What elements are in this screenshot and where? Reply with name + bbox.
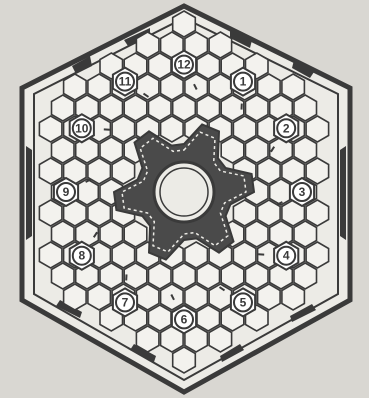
- hex-cell[interactable]: [136, 326, 159, 352]
- hex-cell[interactable]: [100, 263, 123, 289]
- numbered-cell-label: 1: [240, 75, 247, 89]
- hex-cell[interactable]: [197, 305, 220, 331]
- hex-cell[interactable]: [149, 305, 172, 331]
- hex-cell[interactable]: [221, 137, 244, 163]
- hex-cell[interactable]: [136, 284, 159, 310]
- hex-cell[interactable]: [209, 32, 232, 58]
- numbered-cell-label: 5: [240, 295, 247, 309]
- hex-cell[interactable]: [52, 221, 75, 247]
- hex-cell[interactable]: [124, 221, 147, 247]
- hex-cell[interactable]: [209, 74, 232, 100]
- hex-cell[interactable]: [88, 284, 111, 310]
- hex-cell[interactable]: [52, 263, 75, 289]
- hex-cell[interactable]: [197, 95, 220, 121]
- hex-cell[interactable]: [233, 242, 256, 268]
- hex-cell[interactable]: [306, 242, 329, 268]
- hex-cell[interactable]: [246, 95, 269, 121]
- hex-cell[interactable]: [124, 263, 147, 289]
- numbered-cell-label: 10: [75, 121, 89, 135]
- hex-cell[interactable]: [88, 200, 111, 226]
- hex-cell[interactable]: [185, 284, 208, 310]
- hex-cell[interactable]: [149, 263, 172, 289]
- hex-cell[interactable]: [136, 32, 159, 58]
- hex-cell[interactable]: [221, 95, 244, 121]
- hex-cell[interactable]: [233, 116, 256, 142]
- hex-cell[interactable]: [173, 347, 196, 373]
- hex-cell[interactable]: [294, 137, 317, 163]
- hex-cell[interactable]: [39, 158, 62, 184]
- hex-cell[interactable]: [124, 95, 147, 121]
- numbered-cell-label: 11: [119, 75, 132, 89]
- hex-cell[interactable]: [112, 242, 135, 268]
- hex-cell[interactable]: [197, 53, 220, 79]
- hex-cell[interactable]: [306, 200, 329, 226]
- corner-mark-left: [26, 146, 32, 240]
- numbered-cell-label: 9: [63, 185, 70, 199]
- hex-cell[interactable]: [100, 95, 123, 121]
- numbered-cell-label: 4: [283, 249, 290, 263]
- numbered-cell-label: 7: [122, 295, 129, 309]
- hex-cell[interactable]: [39, 200, 62, 226]
- hex-cell[interactable]: [39, 242, 62, 268]
- hex-cell[interactable]: [173, 263, 196, 289]
- hex-cell[interactable]: [282, 74, 305, 100]
- hex-cell[interactable]: [100, 137, 123, 163]
- hex-cell[interactable]: [161, 116, 184, 142]
- hex-cell[interactable]: [306, 116, 329, 142]
- hex-cell[interactable]: [173, 11, 196, 37]
- hex-cell[interactable]: [197, 263, 220, 289]
- numbered-cell-label: 6: [181, 312, 188, 326]
- hex-cell[interactable]: [52, 95, 75, 121]
- hex-cell[interactable]: [149, 53, 172, 79]
- hex-cell[interactable]: [306, 158, 329, 184]
- hex-cell[interactable]: [233, 200, 256, 226]
- corner-mark-right: [340, 146, 346, 240]
- hex-cell[interactable]: [246, 221, 269, 247]
- gear-hub-center-ring: [154, 162, 214, 222]
- hex-cell[interactable]: [173, 95, 196, 121]
- hex-cell[interactable]: [149, 95, 172, 121]
- hex-cell[interactable]: [185, 242, 208, 268]
- numbered-cell-label: 8: [78, 249, 85, 263]
- hex-cell[interactable]: [294, 95, 317, 121]
- hex-cell[interactable]: [64, 284, 87, 310]
- numbered-cell-label: 12: [177, 58, 191, 72]
- hex-cell[interactable]: [246, 137, 269, 163]
- numbered-cell-label: 2: [283, 121, 290, 135]
- hex-cell[interactable]: [100, 221, 123, 247]
- hex-cell[interactable]: [258, 74, 281, 100]
- hex-cell[interactable]: [161, 74, 184, 100]
- hex-cell[interactable]: [88, 74, 111, 100]
- hex-cell[interactable]: [64, 74, 87, 100]
- hex-cell[interactable]: [282, 284, 305, 310]
- hex-cell[interactable]: [112, 116, 135, 142]
- hex-cell[interactable]: [246, 263, 269, 289]
- hex-cell[interactable]: [258, 158, 281, 184]
- numbered-cell-label: 3: [299, 185, 306, 199]
- hex-cell[interactable]: [112, 158, 135, 184]
- hex-cell[interactable]: [209, 326, 232, 352]
- hex-cell[interactable]: [294, 221, 317, 247]
- hex-cell[interactable]: [294, 263, 317, 289]
- hex-cell[interactable]: [258, 284, 281, 310]
- hex-cell[interactable]: [221, 263, 244, 289]
- hex-cell[interactable]: [39, 116, 62, 142]
- hex-cell[interactable]: [52, 137, 75, 163]
